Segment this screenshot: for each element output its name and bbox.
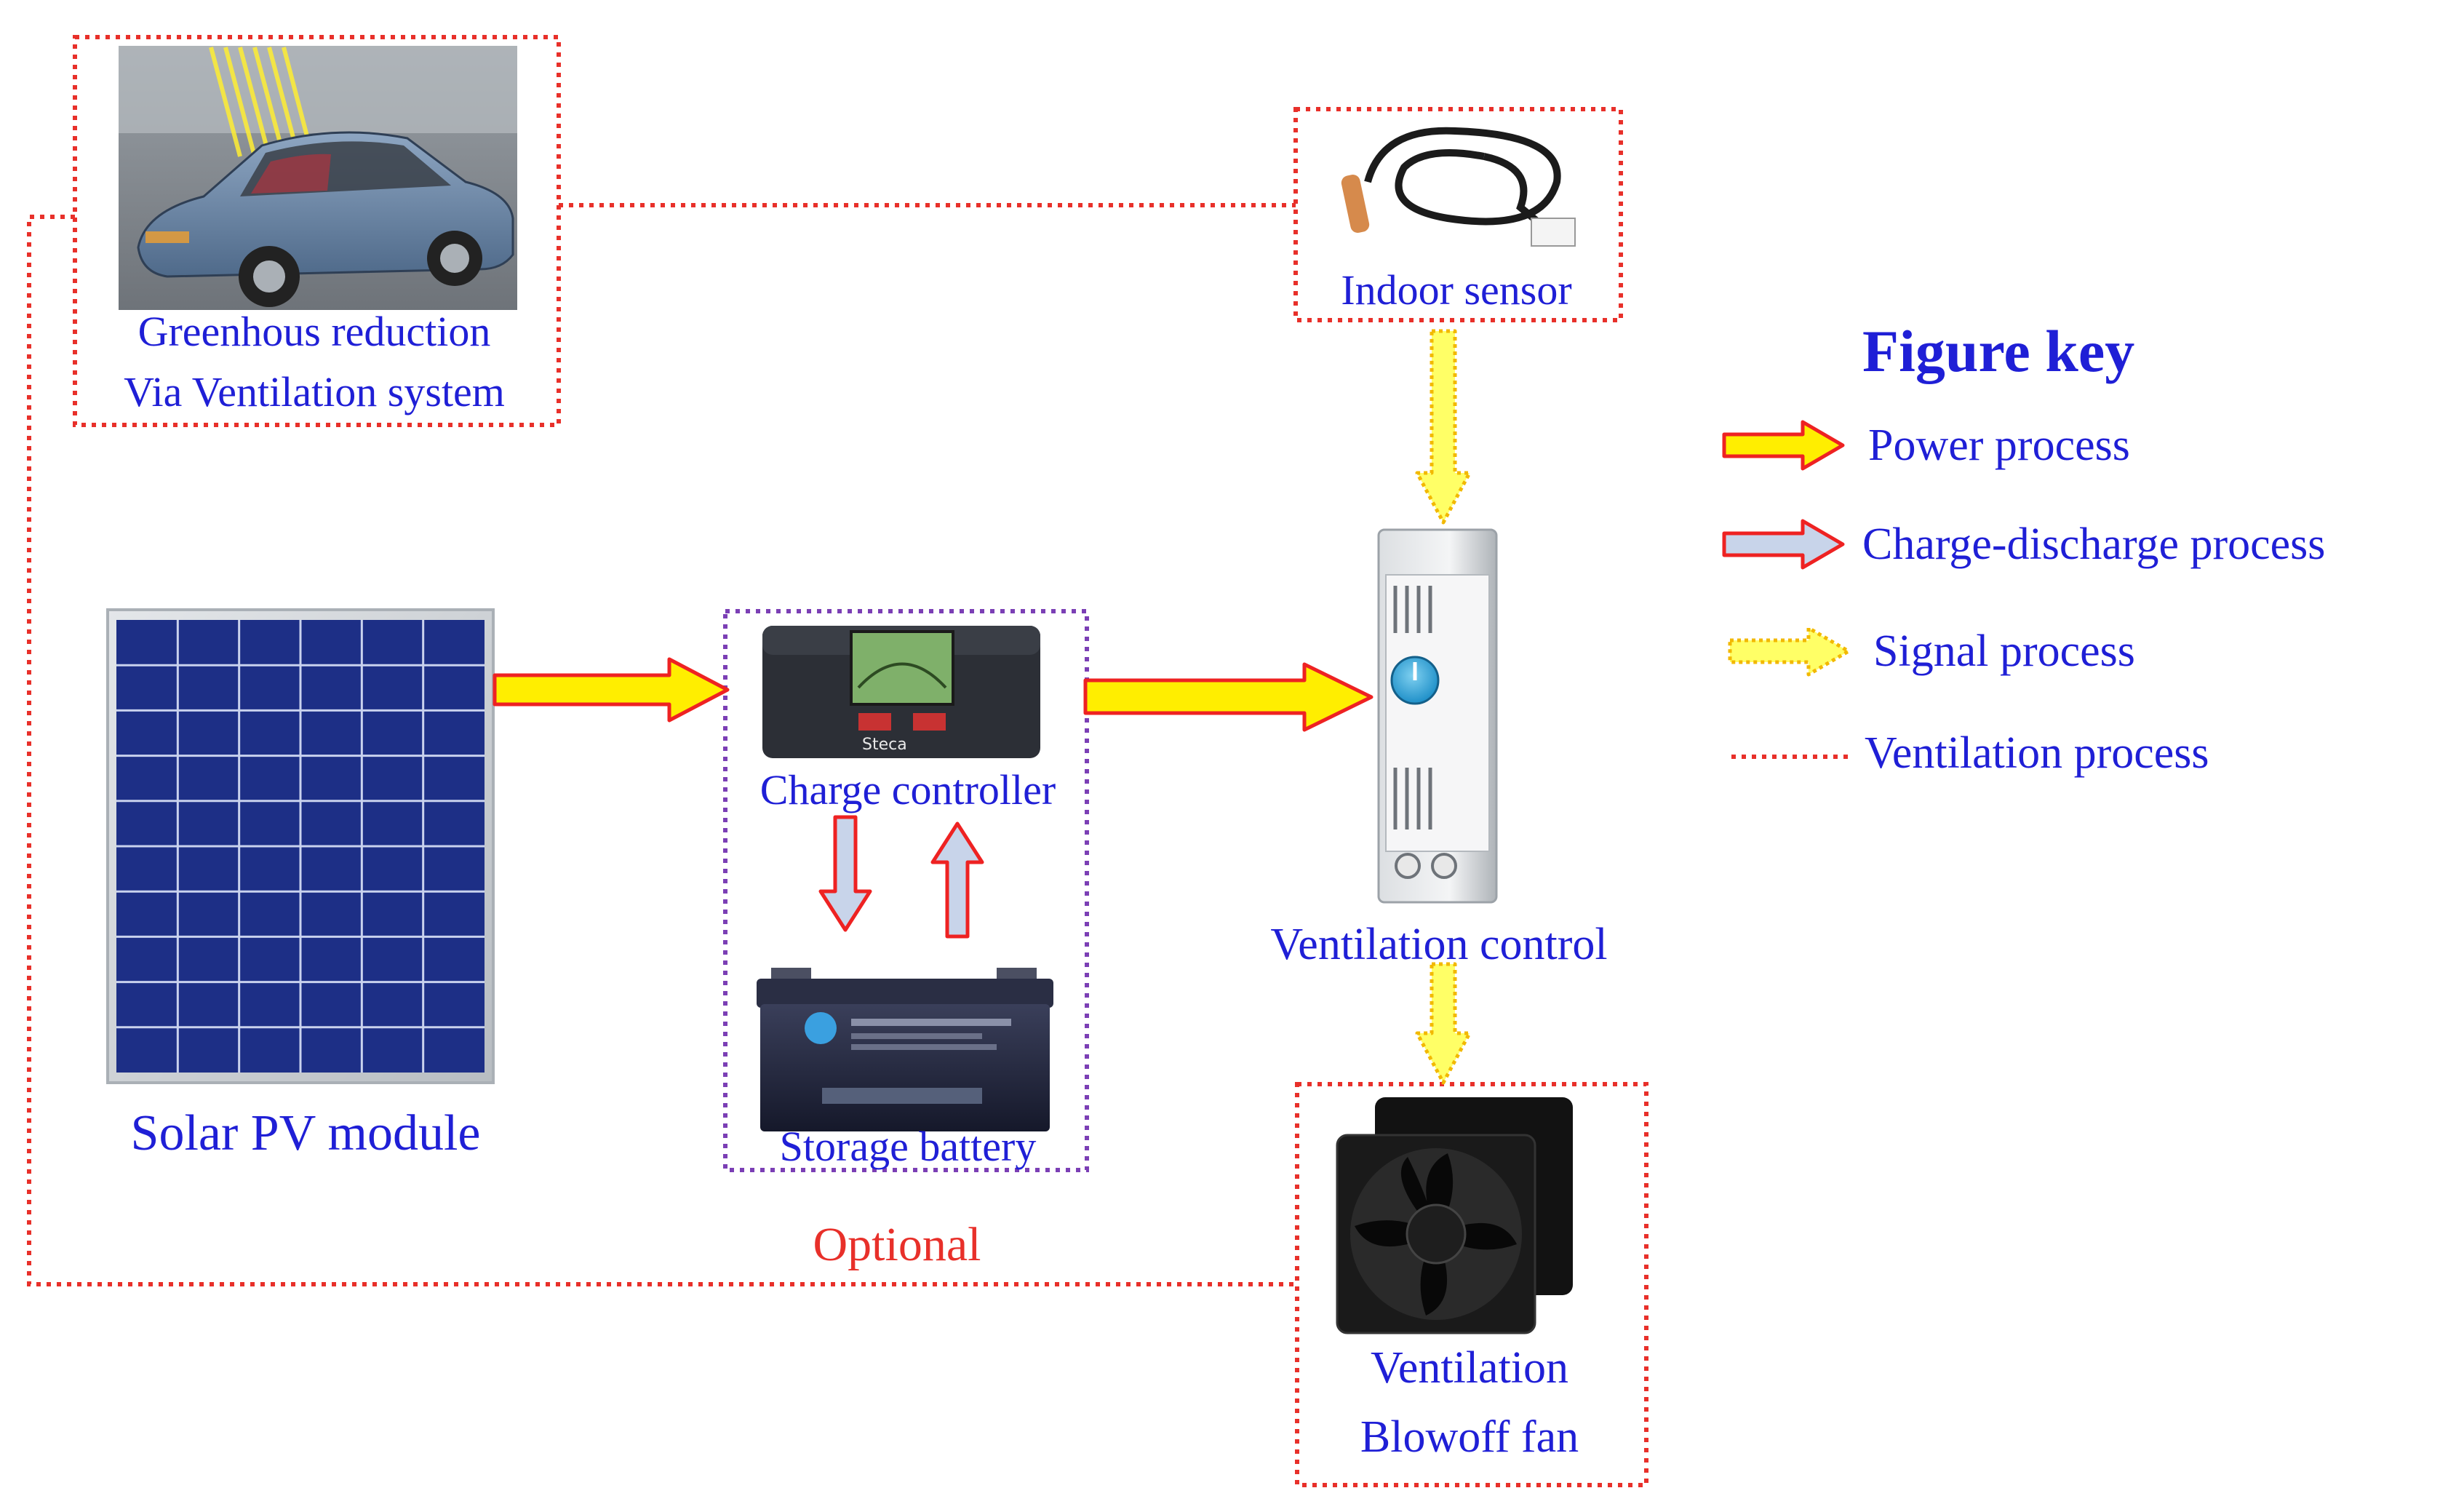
fan-box xyxy=(1295,1082,1648,1487)
legend-power-label: Power process xyxy=(1868,421,2130,470)
thermostat-label: Ventilation control xyxy=(1270,920,1607,969)
fan-image xyxy=(1336,1097,1573,1334)
discharge-arrow-up xyxy=(930,821,984,939)
solar-panel-image xyxy=(106,608,495,1084)
charge-arrow-down xyxy=(818,815,872,932)
legend-signal-swatch xyxy=(1728,626,1851,677)
signal-arrow-sensor-to-thermostat xyxy=(1415,329,1472,525)
charge-controller-image: Steca xyxy=(762,626,1040,758)
sensor-image xyxy=(1341,127,1576,247)
car-image xyxy=(119,46,517,310)
optional-label: Optional xyxy=(813,1218,981,1271)
controller-label: Charge controller xyxy=(760,766,1056,813)
legend-ventilation-label: Ventilation process xyxy=(1865,728,2209,778)
solar-label: Solar PV module xyxy=(131,1105,481,1161)
car-label-line2: Via Ventilation system xyxy=(124,368,505,415)
signal-arrow-thermostat-to-fan xyxy=(1415,962,1472,1085)
car-box xyxy=(73,35,561,427)
battery-label: Storage battery xyxy=(780,1123,1037,1170)
fan-label-line2: Blowoff fan xyxy=(1360,1412,1579,1462)
controller-brand: Steca xyxy=(862,736,907,754)
legend-title: Figure key xyxy=(1862,318,2134,384)
optional-box xyxy=(723,609,1089,1172)
car-label-line1: Greenhous reduction xyxy=(138,308,491,355)
fan-label-line1: Ventilation xyxy=(1371,1343,1568,1393)
legend-signal-label: Signal process xyxy=(1873,626,2135,676)
legend: Figure key Power process Charge-discharg… xyxy=(1722,318,2325,778)
ventilation-line-car-to-fan xyxy=(27,215,1297,1286)
thermostat-image xyxy=(1377,528,1498,904)
battery-image xyxy=(757,968,1053,1131)
power-arrow-solar-to-controller xyxy=(493,657,730,723)
sensor-box xyxy=(1293,107,1623,322)
legend-power-swatch xyxy=(1722,420,1845,471)
sensor-label: Indoor sensor xyxy=(1341,266,1571,314)
power-arrow-controller-to-thermostat xyxy=(1083,662,1373,732)
legend-charge-swatch xyxy=(1722,519,1845,570)
legend-charge-label: Charge-discharge process xyxy=(1862,520,2325,569)
